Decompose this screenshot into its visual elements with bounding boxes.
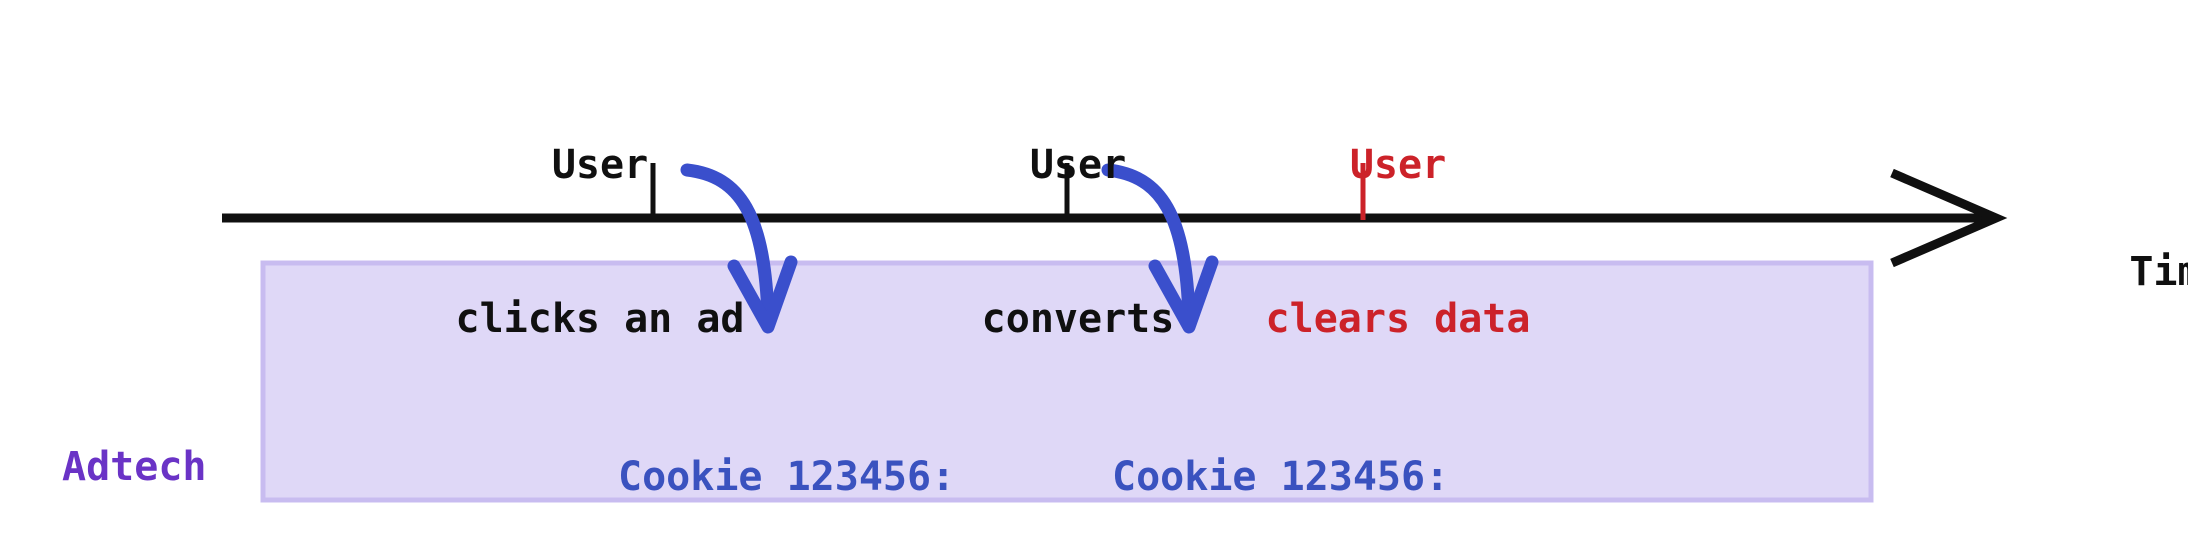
event-label-clear-data: User clears data xyxy=(1198,38,1598,448)
timeline-axis-label: Time xyxy=(2033,196,2188,350)
log-entry-converted: Cookie 123456: Converted xyxy=(1112,342,1449,534)
log-entry-ad-clicked-line1: Cookie 123456: xyxy=(618,454,956,500)
event-label-conversion: User converts xyxy=(888,38,1268,448)
log-entry-ad-clicked: Cookie 123456: Ad clicked xyxy=(618,342,955,534)
adtech-server-label-line1: Adtech xyxy=(62,443,207,490)
event-label-conversion-line1: User xyxy=(1029,142,1127,189)
event-label-ad-click: User clicks an ad xyxy=(390,38,810,448)
event-label-clear-data-line2: clears data xyxy=(1265,295,1531,342)
event-label-clear-data-line1: User xyxy=(1349,142,1447,189)
arrow-conversion-to-log-icon xyxy=(1101,163,1196,325)
adtech-server-label: Adtech server xyxy=(62,335,262,534)
event-label-conversion-line2: converts xyxy=(981,295,1175,342)
log-entry-converted-line1: Cookie 123456: xyxy=(1112,454,1450,500)
event-label-ad-click-line1: User xyxy=(551,142,649,189)
event-label-ad-click-line2: clicks an ad xyxy=(455,295,745,342)
timeline-arrowhead-icon xyxy=(1890,168,2008,268)
adtech-server-box xyxy=(260,260,1874,503)
arrow-conversion-head-icon xyxy=(1148,255,1219,334)
arrow-ad-click-to-log-icon xyxy=(680,163,775,325)
timeline-axis-label-text: Time xyxy=(2129,249,2188,296)
arrow-ad-click-head-icon xyxy=(727,255,798,334)
